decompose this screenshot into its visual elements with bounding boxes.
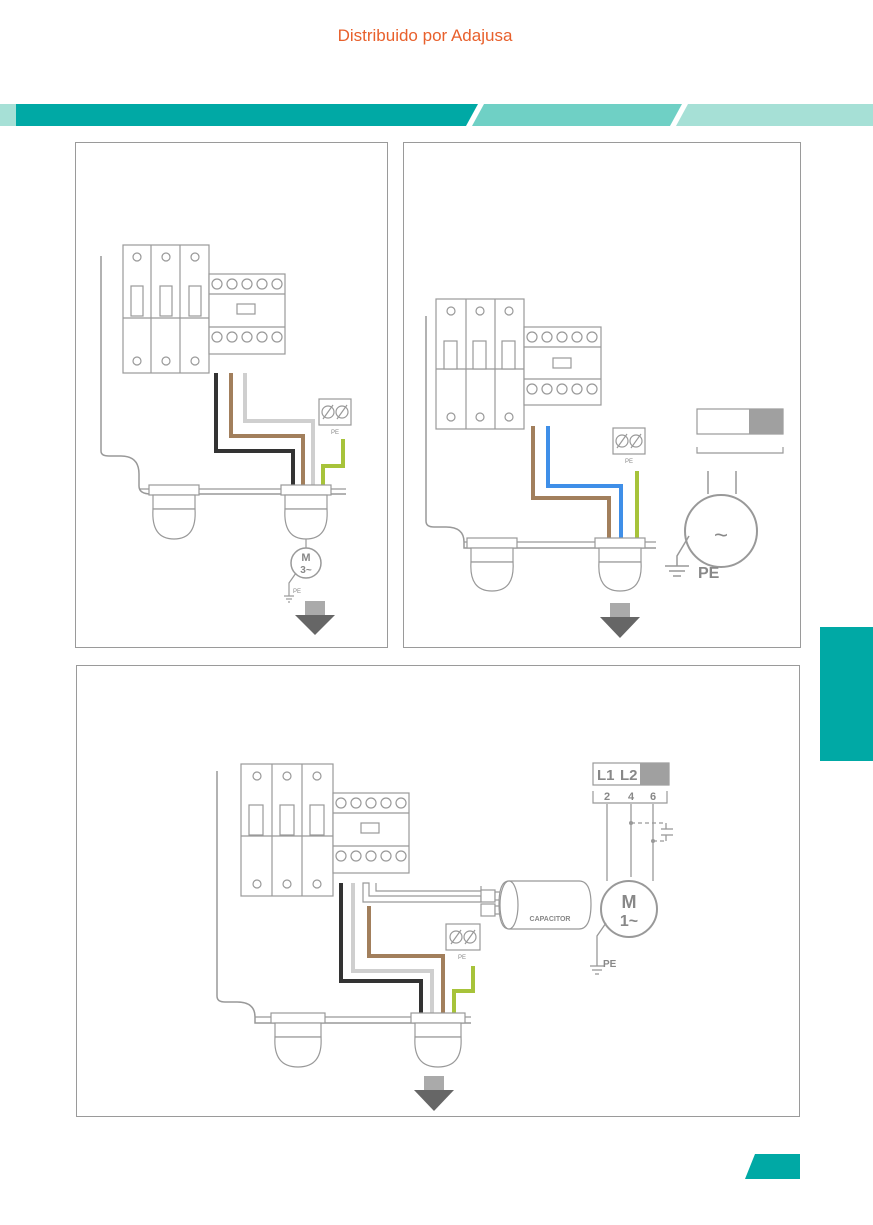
- panel-single-phase-wiring: PE ~ PE: [403, 142, 801, 648]
- pe-terminal-label: PE: [331, 430, 339, 436]
- terminal-number-6: 6: [650, 791, 656, 803]
- circuit-breaker: [123, 245, 209, 373]
- terminal-label-l2: L2: [620, 767, 638, 784]
- terminal-number-2: 2: [604, 791, 610, 803]
- pe-terminal-block: [446, 924, 480, 950]
- header-band: [0, 104, 873, 126]
- ground-pe-label: PE: [698, 565, 720, 582]
- pe-terminal-block: [319, 399, 351, 425]
- motor-phase-label: 1~: [620, 913, 638, 930]
- supply-terminal-strip: [697, 409, 783, 494]
- page-number-tab: [745, 1154, 800, 1179]
- ground-pe-label: PE: [603, 959, 617, 970]
- circuit-breaker: [436, 299, 524, 429]
- distributor-text: Distribuido por Adajusa: [0, 26, 850, 46]
- terminal-label-l1: L1: [597, 767, 615, 784]
- motor-wires: [216, 373, 343, 487]
- down-arrow-icon: [414, 1076, 454, 1111]
- motor-phase-label: 3~: [300, 565, 312, 576]
- motor-letter: M: [622, 892, 637, 912]
- motor-letter: M: [301, 552, 310, 564]
- single-phase-diagram: PE ~ PE: [404, 143, 800, 647]
- ground-icon: [665, 566, 689, 576]
- cable-gland-right: [281, 485, 331, 539]
- motor-schematic-lines: [607, 804, 673, 881]
- three-phase-diagram: PE M 3~ PE: [76, 143, 387, 647]
- cable-gland-right: [411, 1013, 465, 1067]
- capacitor-motor-diagram: CAPACITOR PE L1 L2 2 4 6: [77, 666, 799, 1116]
- ground-icon: [590, 966, 604, 974]
- ground-pe-label: PE: [293, 589, 301, 595]
- circuit-breaker: [241, 764, 333, 896]
- pe-terminal-label: PE: [625, 459, 633, 465]
- terminal-number-4: 4: [628, 791, 635, 803]
- cable-gland-right: [595, 538, 645, 591]
- section-side-tab: [820, 627, 873, 761]
- down-arrow-icon: [600, 603, 640, 638]
- ground-icon: [284, 596, 294, 602]
- contactor: [209, 274, 285, 354]
- panel-single-phase-capacitor-wiring: CAPACITOR PE L1 L2 2 4 6: [76, 665, 800, 1117]
- contactor: [333, 793, 409, 873]
- capacitor-leads: [363, 883, 509, 916]
- cable-gland-left: [271, 1013, 325, 1067]
- pe-terminal-block: [613, 428, 645, 454]
- pe-terminal-label: PE: [458, 955, 466, 961]
- capacitor-label: CAPACITOR: [530, 916, 571, 923]
- panel-three-phase-wiring: PE M 3~ PE: [75, 142, 388, 648]
- motor-wave-symbol: ~: [714, 522, 728, 549]
- down-arrow-icon: [295, 601, 335, 635]
- cable-gland-left: [149, 485, 199, 539]
- cable-gland-left: [467, 538, 517, 591]
- contactor: [524, 327, 601, 405]
